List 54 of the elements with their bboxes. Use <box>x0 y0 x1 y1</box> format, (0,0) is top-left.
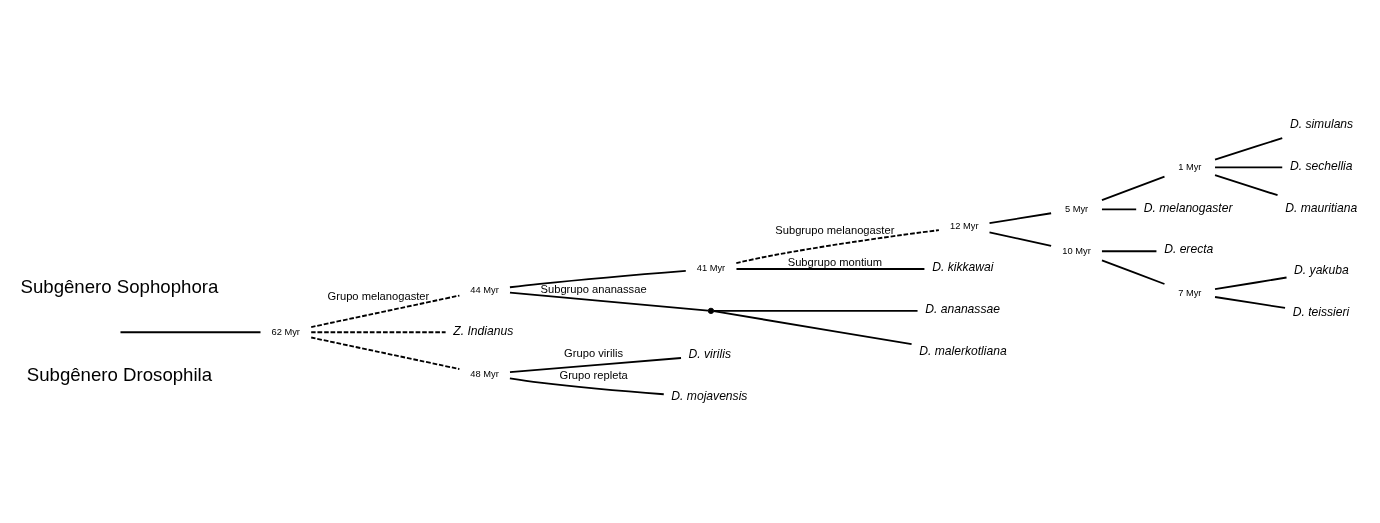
edge-label: Subgrupo melanogaster <box>775 224 895 237</box>
node-text: 41 Myr <box>696 263 726 274</box>
node-text: D. erecta <box>1164 242 1214 257</box>
connector <box>1214 137 1284 161</box>
node-text: 12 Myr <box>950 221 979 232</box>
node-text: D. kikkawai <box>932 260 994 275</box>
connector <box>712 310 913 346</box>
edge-label: Subgrupo montium <box>787 255 882 268</box>
node-text: 1 Myr <box>1178 161 1202 172</box>
connector <box>988 212 1053 225</box>
connector <box>508 377 665 396</box>
label: Subgênero Sophophora <box>20 276 219 298</box>
node-text: D. yakuba <box>1294 262 1349 277</box>
node-text: 7 Myr <box>1178 287 1202 298</box>
connector <box>310 331 447 334</box>
node-text: D. malerkotliana <box>919 344 1007 359</box>
edge-label: Grupo repleta <box>559 369 628 382</box>
connector <box>1101 250 1158 253</box>
connector <box>119 331 262 334</box>
node-text: D. mojavensis <box>671 388 748 403</box>
node-text: 48 Myr <box>470 368 499 379</box>
connector <box>1101 259 1166 285</box>
node-text: 44 Myr <box>470 284 499 295</box>
connector <box>1214 174 1279 197</box>
node-text: D. teissieri <box>1292 304 1350 319</box>
connector <box>509 357 682 374</box>
node-text: D. ananassae <box>925 302 1000 317</box>
connector <box>1214 166 1284 169</box>
label: Subgênero Drosophila <box>26 363 213 385</box>
connector <box>1214 296 1286 309</box>
node-text: 10 Myr <box>1062 245 1091 256</box>
connector <box>1101 208 1138 211</box>
connector <box>712 309 919 312</box>
connector <box>1101 175 1166 202</box>
connector <box>310 294 461 328</box>
connector <box>735 268 926 270</box>
connector <box>509 291 709 312</box>
edge-label: Subgrupo ananassae <box>540 282 647 295</box>
connector <box>509 269 687 289</box>
node-text: D. melanogaster <box>1143 200 1233 215</box>
node-text: D. sechellia <box>1289 158 1353 173</box>
connector <box>310 336 461 370</box>
connector <box>735 229 940 265</box>
connector <box>1214 276 1288 291</box>
node-text: 5 Myr <box>1064 203 1089 214</box>
node-text: D. virilis <box>688 346 731 361</box>
edge-label: Grupo melanogaster <box>327 290 430 303</box>
node-text: D. simulans <box>1289 116 1354 131</box>
connector <box>988 231 1053 247</box>
node-text: Z. Indianus <box>453 323 514 338</box>
node-point <box>707 307 715 314</box>
edge-label: Grupo virilis <box>564 347 624 360</box>
node-text: D. mauritiana <box>1285 200 1358 215</box>
node-text: 62 Myr <box>271 326 300 337</box>
